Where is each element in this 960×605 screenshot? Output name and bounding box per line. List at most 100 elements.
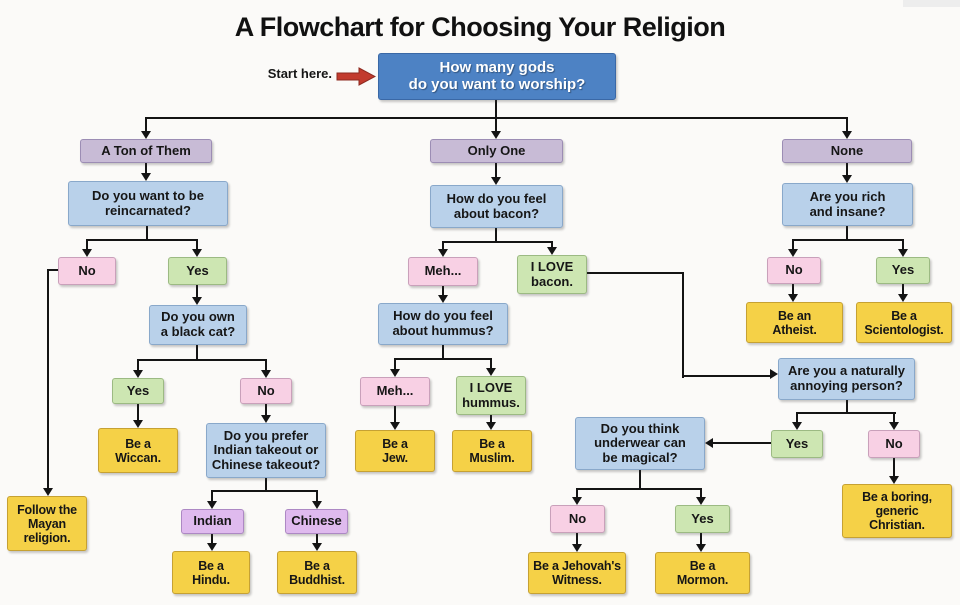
- flow-line: [316, 534, 318, 545]
- node-label: How many gods do you want to worship?: [408, 58, 586, 93]
- result-mayan: Follow the Mayan religion.: [7, 496, 87, 551]
- arrowhead-icon: [898, 249, 908, 257]
- result-atheist: Be an Atheist.: [746, 302, 843, 343]
- flow-line: [846, 163, 848, 177]
- arrowhead-icon: [547, 247, 557, 255]
- node-label: Yes: [691, 510, 714, 526]
- category-only-one: Only One: [430, 139, 563, 163]
- flow-line: [145, 163, 147, 175]
- result-jehovah: Be a Jehovah's Witness.: [528, 552, 626, 594]
- node-label: Do you want to be reincarnated?: [92, 187, 204, 218]
- flow-line: [137, 404, 139, 422]
- node-label: A Ton of Them: [101, 142, 191, 158]
- corner-strip: [903, 0, 960, 7]
- answer-bacon-meh: Meh...: [408, 257, 478, 286]
- flow-line: [394, 358, 396, 370]
- flow-line: [576, 488, 578, 498]
- flow-line: [490, 415, 492, 424]
- node-label: Be a Scientologist.: [864, 308, 944, 337]
- flow-line: [639, 470, 641, 490]
- result-mormon: Be a Mormon.: [655, 552, 750, 594]
- node-label: Do you prefer Indian takeout or Chinese …: [211, 427, 321, 472]
- arrowhead-icon: [788, 249, 798, 257]
- flow-line: [196, 345, 198, 361]
- start-node: How many gods do you want to worship?: [378, 53, 616, 100]
- flow-line: [495, 228, 497, 243]
- flow-line: [86, 239, 198, 241]
- flow-line: [490, 358, 492, 369]
- node-label: Be a Hindu.: [192, 558, 230, 587]
- answer-hummus-meh: Meh...: [360, 377, 430, 406]
- flow-line: [846, 400, 848, 414]
- node-label: Be a Mormon.: [676, 559, 729, 587]
- flow-line: [495, 100, 497, 118]
- arrowhead-icon: [192, 297, 202, 305]
- arrowhead-icon: [889, 422, 899, 430]
- arrowhead-icon: [43, 488, 53, 496]
- question-takeout: Do you prefer Indian takeout or Chinese …: [206, 423, 326, 478]
- question-bacon: How do you feel about bacon?: [430, 185, 563, 228]
- node-label: I LOVE hummus.: [462, 379, 520, 410]
- answer-rich-no: No: [767, 257, 821, 284]
- node-label: No: [78, 262, 96, 278]
- node-label: No: [885, 435, 903, 451]
- flow-line: [682, 375, 772, 377]
- flow-line: [48, 269, 60, 271]
- flow-line: [394, 406, 396, 424]
- arrowhead-icon: [770, 369, 778, 379]
- node-label: No: [568, 510, 587, 526]
- flow-line: [700, 488, 702, 498]
- category-none: None: [782, 139, 912, 163]
- arrowhead-icon: [312, 501, 322, 509]
- answer-annoying-yes: Yes: [771, 430, 823, 458]
- flow-line: [893, 458, 895, 478]
- flow-line: [265, 359, 267, 372]
- arrowhead-icon: [141, 173, 151, 181]
- flow-line: [792, 239, 794, 251]
- node-label: Be a Wiccan.: [115, 436, 161, 465]
- node-label: Yes: [126, 382, 150, 398]
- arrowhead-icon: [889, 476, 899, 484]
- flow-line: [86, 239, 88, 251]
- arrowhead-icon: [82, 249, 92, 257]
- node-label: Yes: [186, 262, 209, 278]
- flow-line: [265, 404, 267, 417]
- node-label: Follow the Mayan religion.: [17, 502, 77, 545]
- arrowhead-icon: [390, 422, 400, 430]
- start-arrow-icon: [336, 67, 376, 86]
- start-here-label: Start here.: [267, 66, 332, 81]
- answer-bacon-love: I LOVE bacon.: [517, 255, 587, 294]
- question-underwear: Do you think underwear can be magical?: [575, 417, 705, 470]
- answer-annoying-no: No: [868, 430, 920, 458]
- node-label: Chinese: [291, 513, 342, 529]
- page-title: A Flowchart for Choosing Your Religion: [234, 12, 726, 42]
- flow-line: [846, 226, 848, 241]
- arrowhead-icon: [696, 497, 706, 505]
- arrowhead-icon: [572, 497, 582, 505]
- question-rich-insane: Are you rich and insane?: [782, 183, 913, 226]
- node-label: Are you a naturally annoying person?: [787, 363, 906, 393]
- node-label: Be a Jehovah's Witness.: [533, 559, 621, 587]
- flow-line: [146, 226, 148, 241]
- node-label: Yes: [785, 435, 809, 451]
- arrowhead-icon: [133, 370, 143, 378]
- flow-line: [196, 285, 198, 299]
- node-label: How do you feel about hummus?: [392, 308, 494, 338]
- node-label: Be a boring, generic Christian.: [862, 490, 932, 532]
- flow-line: [211, 490, 318, 492]
- arrowhead-icon: [141, 131, 151, 139]
- flow-line: [137, 359, 267, 361]
- arrowhead-icon: [133, 420, 143, 428]
- flow-line: [551, 241, 553, 249]
- node-label: Do you own a black cat?: [160, 309, 236, 339]
- arrowhead-icon: [696, 544, 706, 552]
- flow-line: [145, 117, 147, 133]
- arrowhead-icon: [491, 177, 501, 185]
- flow-line: [700, 533, 702, 546]
- node-label: Indian: [193, 513, 232, 529]
- flow-line: [792, 284, 794, 296]
- answer-rich-yes: Yes: [876, 257, 930, 284]
- arrowhead-icon: [486, 422, 496, 430]
- answer-reincarnated-yes: Yes: [168, 257, 227, 285]
- answer-cat-no: No: [240, 378, 292, 404]
